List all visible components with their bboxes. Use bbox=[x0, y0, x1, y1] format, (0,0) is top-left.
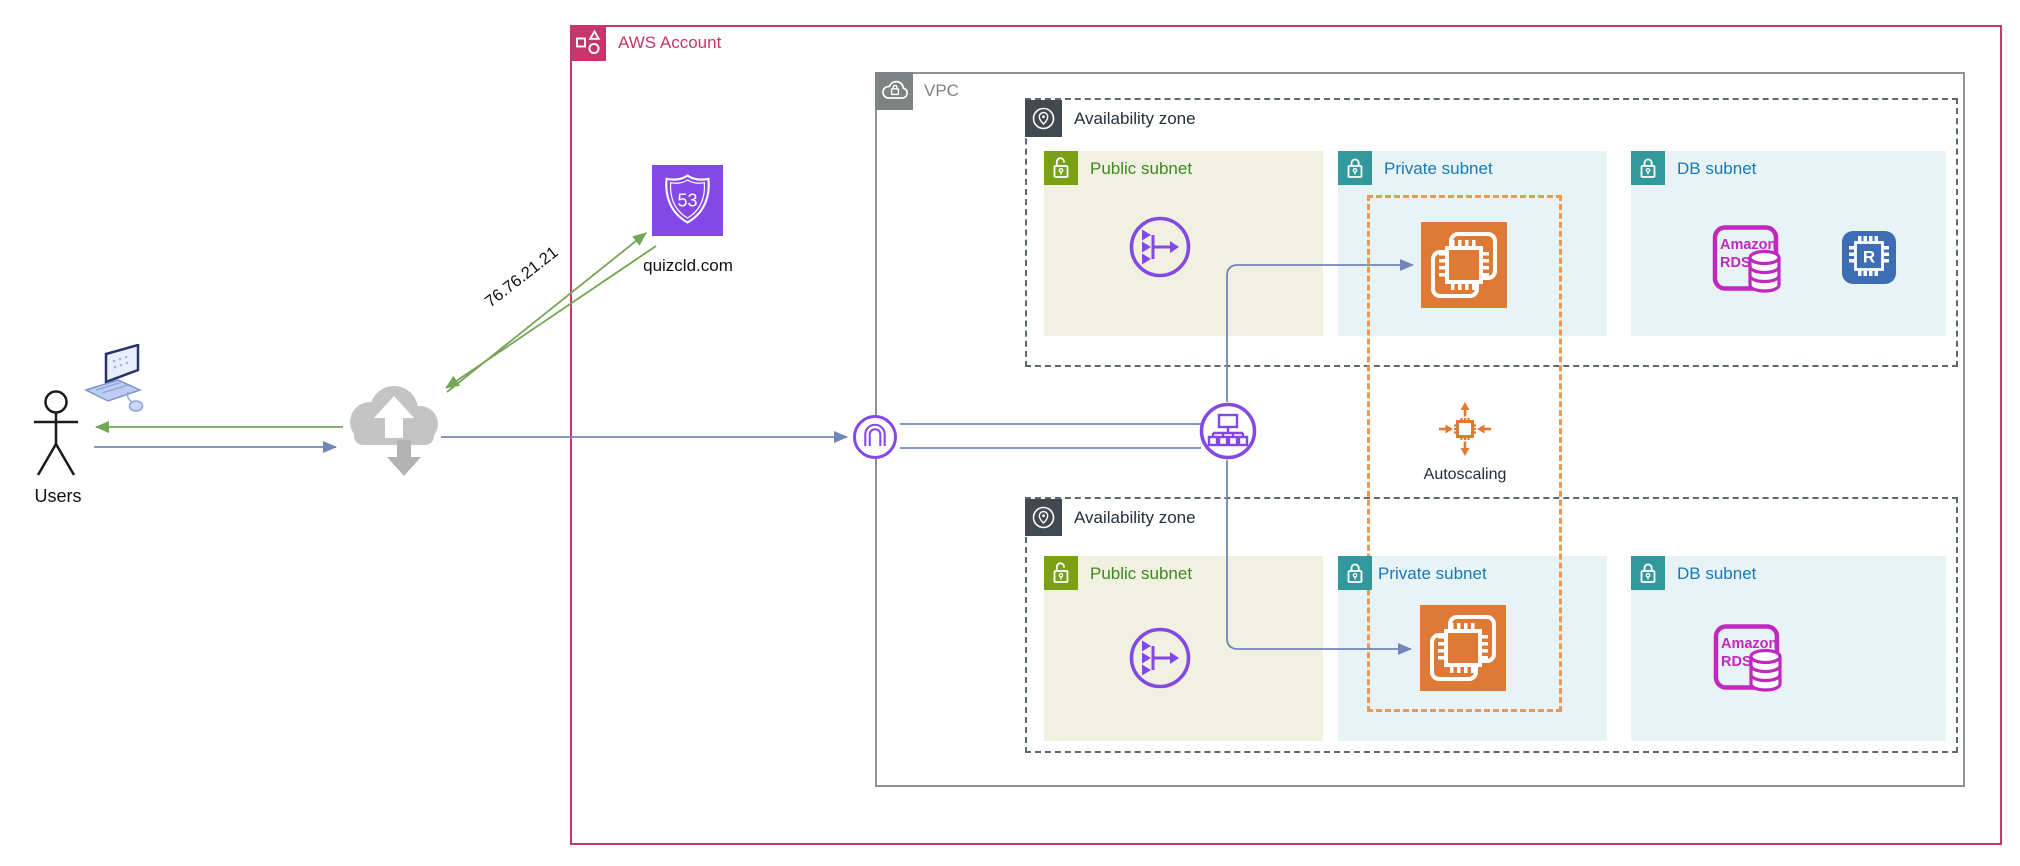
route53-icon[interactable]: 53 bbox=[652, 165, 723, 236]
redis-icon[interactable]: R bbox=[1841, 227, 1897, 287]
db-subnet-2-icon bbox=[1631, 556, 1665, 590]
svg-text:Amazon: Amazon bbox=[1721, 636, 1777, 652]
availability-zone-1-icon bbox=[1025, 100, 1062, 137]
db-subnet-2[interactable] bbox=[1631, 556, 1946, 741]
ec2-instance-1-icon[interactable] bbox=[1421, 222, 1507, 308]
db-subnet-2-label: DB subnet bbox=[1677, 564, 1757, 583]
rds-2-icon[interactable]: Amazon RDS bbox=[1712, 623, 1786, 695]
internet-gateway-icon[interactable] bbox=[851, 413, 899, 461]
vpc-icon bbox=[875, 72, 913, 110]
svg-text:Amazon: Amazon bbox=[1720, 237, 1776, 253]
vpc-label: VPC bbox=[924, 81, 959, 100]
aws-account-group[interactable] bbox=[570, 25, 2002, 845]
availability-zone-2-label: Availability zone bbox=[1074, 508, 1196, 527]
availability-zone-2-icon bbox=[1025, 499, 1062, 536]
private-subnet-2-icon bbox=[1338, 556, 1372, 590]
svg-text:53: 53 bbox=[677, 191, 697, 211]
public-subnet-2-icon bbox=[1044, 556, 1078, 590]
db-subnet-1-label: DB subnet bbox=[1677, 159, 1757, 178]
autoscaling-group[interactable] bbox=[1367, 195, 1562, 712]
svg-text:RDS: RDS bbox=[1721, 654, 1752, 670]
private-subnet-1-label: Private subnet bbox=[1384, 159, 1493, 178]
public-subnet-1-label: Public subnet bbox=[1090, 159, 1193, 178]
public-subnet-2-label: Public subnet bbox=[1090, 564, 1193, 583]
aws-account-label: AWS Account bbox=[618, 33, 722, 52]
svg-text:R: R bbox=[1863, 248, 1875, 267]
internet-cloud-icon[interactable] bbox=[332, 370, 452, 485]
aws-account-icon bbox=[570, 25, 606, 61]
nat-router-1-icon[interactable] bbox=[1128, 215, 1192, 279]
rds-1-icon[interactable]: Amazon RDS bbox=[1711, 224, 1785, 296]
private-subnet-2-label: Private subnet bbox=[1378, 564, 1487, 583]
autoscaling-icon[interactable] bbox=[1438, 402, 1492, 456]
availability-zone-1-group[interactable] bbox=[1025, 98, 1958, 367]
nat-router-2-icon[interactable] bbox=[1128, 626, 1192, 690]
availability-zone-2-group[interactable] bbox=[1025, 497, 1958, 753]
svg-text:RDS: RDS bbox=[1720, 255, 1751, 271]
users-label: Users bbox=[34, 486, 82, 506]
load-balancer-icon[interactable] bbox=[1198, 401, 1258, 461]
public-subnet-1-icon bbox=[1044, 151, 1078, 185]
route53-domain-label: quizcld.com bbox=[643, 256, 733, 275]
private-subnet-1-icon bbox=[1338, 151, 1372, 185]
laptop-icon[interactable] bbox=[82, 344, 144, 420]
availability-zone-1-label: Availability zone bbox=[1074, 109, 1196, 128]
autoscaling-label: Autoscaling bbox=[1423, 466, 1507, 483]
db-subnet-1-icon bbox=[1631, 151, 1665, 185]
ec2-instance-2-icon[interactable] bbox=[1420, 605, 1506, 691]
users-node[interactable] bbox=[26, 388, 90, 484]
